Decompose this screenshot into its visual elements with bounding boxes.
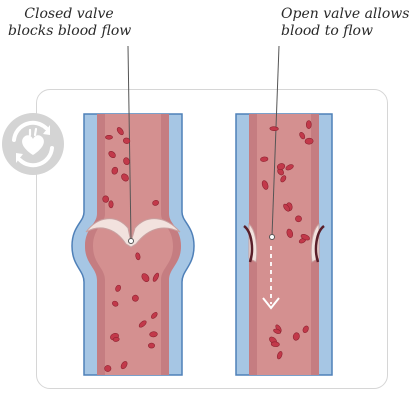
blood-cell [109, 201, 114, 208]
closed-valve-vein [72, 46, 194, 375]
blood-cell [295, 216, 301, 222]
blood-cell [260, 157, 268, 162]
blood-cell [305, 138, 314, 145]
blood-cell [148, 343, 154, 348]
blood-cell [270, 126, 279, 130]
open-valve-pointer-dot [270, 235, 275, 240]
closed-valve-pointer-dot [129, 239, 134, 244]
blood-cell [105, 135, 112, 139]
blood-cell [104, 365, 111, 372]
open-vein-lumen [249, 114, 319, 375]
blood-cell [306, 120, 311, 128]
blood-cell [149, 331, 157, 337]
open-valve-vein [236, 46, 332, 375]
